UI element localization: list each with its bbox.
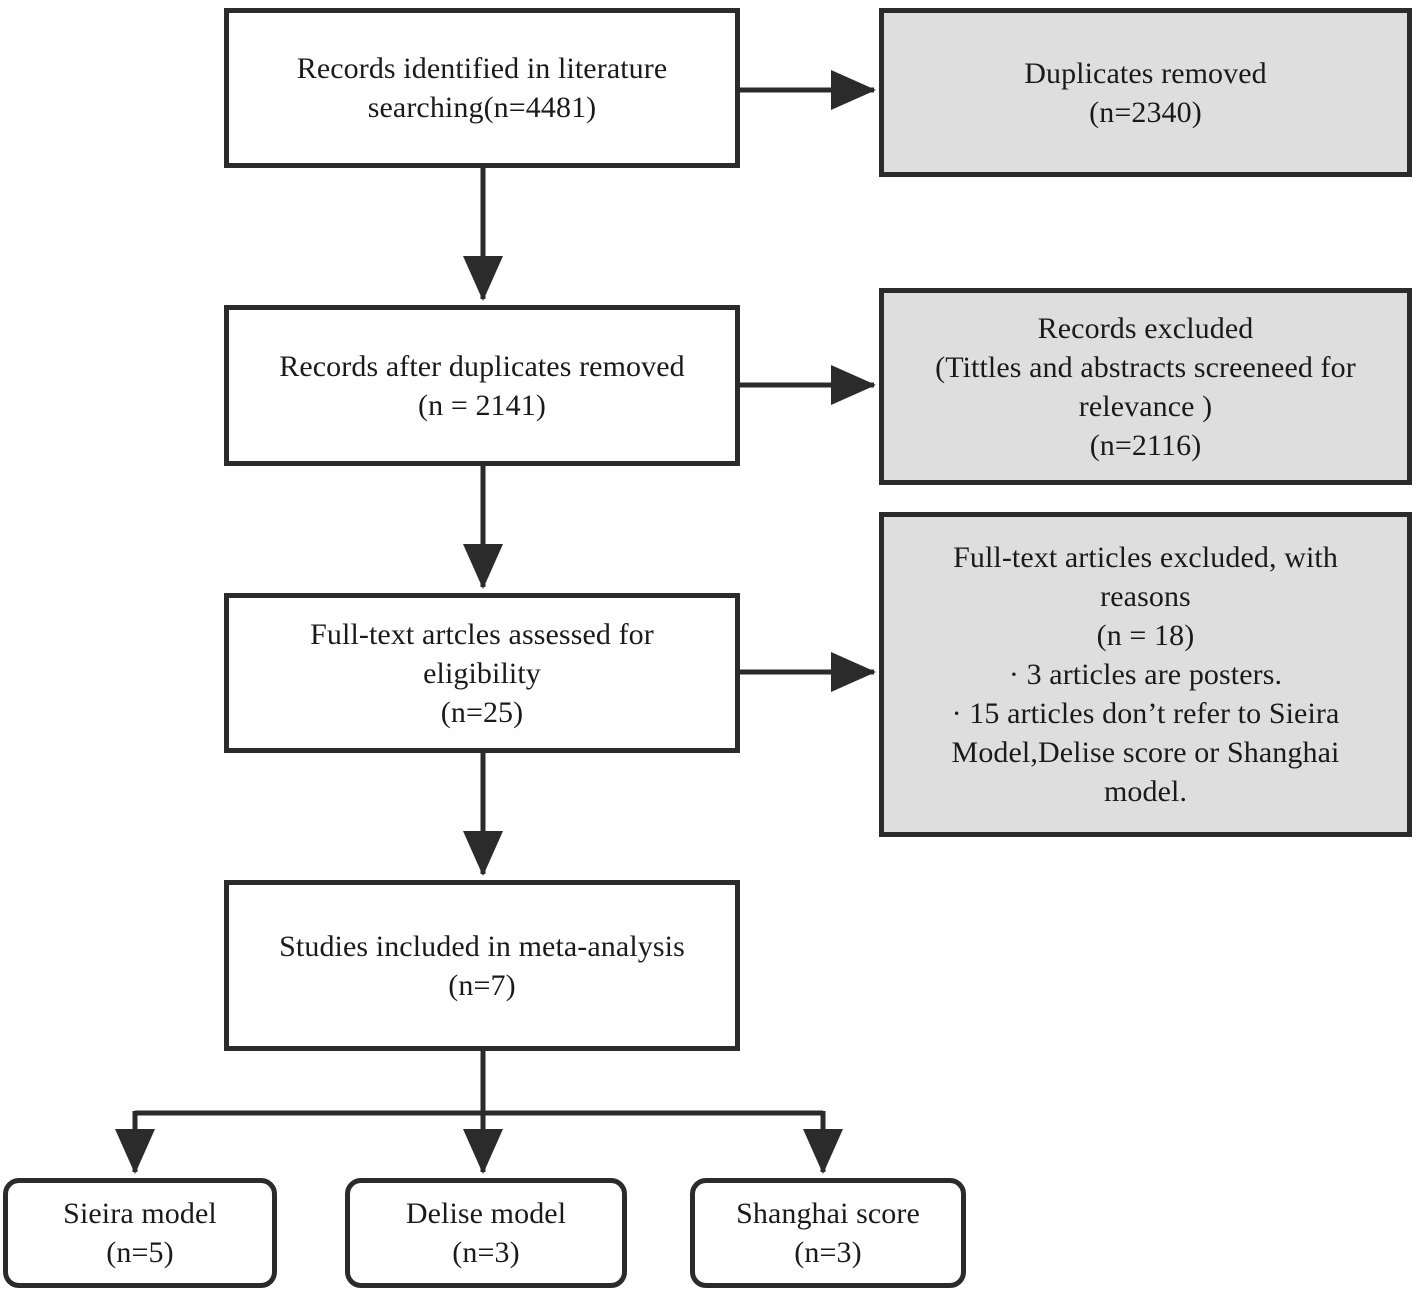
connector-studies-to-models	[115, 1051, 843, 1174]
node-fulltext-excluded: Full-text articles excluded, with reason…	[879, 512, 1412, 837]
node-delise-model: Delise model (n=3)	[345, 1178, 627, 1288]
node-records-after-duplicates-label: Records after duplicates removed (n = 21…	[279, 349, 685, 422]
node-fulltext-assessed-label: Full-text artcles assessed for eligibili…	[310, 617, 654, 729]
node-sieira-model-label: Sieira model (n=5)	[63, 1197, 217, 1269]
node-studies-included: Studies included in meta-analysis (n=7)	[224, 880, 740, 1051]
node-records-identified-label: Records identified in literature searchi…	[296, 52, 668, 124]
node-shanghai-score: Shanghai score (n=3)	[690, 1178, 966, 1288]
node-records-excluded: Records excluded (Tittles and abstracts …	[879, 288, 1412, 485]
node-shanghai-score-label: Shanghai score (n=3)	[736, 1197, 920, 1269]
node-duplicates-removed-label: Duplicates removed (n=2340)	[1024, 56, 1267, 129]
node-duplicates-removed: Duplicates removed (n=2340)	[879, 8, 1412, 177]
node-fulltext-assessed: Full-text artcles assessed for eligibili…	[224, 593, 740, 753]
node-studies-included-label: Studies included in meta-analysis (n=7)	[279, 929, 685, 1002]
node-records-after-duplicates: Records after duplicates removed (n = 21…	[224, 305, 740, 466]
node-fulltext-excluded-label: Full-text articles excluded, with reason…	[951, 541, 1340, 808]
node-records-excluded-label: Records excluded (Tittles and abstracts …	[935, 311, 1356, 462]
node-delise-model-label: Delise model (n=3)	[405, 1197, 567, 1269]
node-sieira-model: Sieira model (n=5)	[3, 1178, 277, 1288]
node-records-identified: Records identified in literature searchi…	[224, 8, 740, 168]
